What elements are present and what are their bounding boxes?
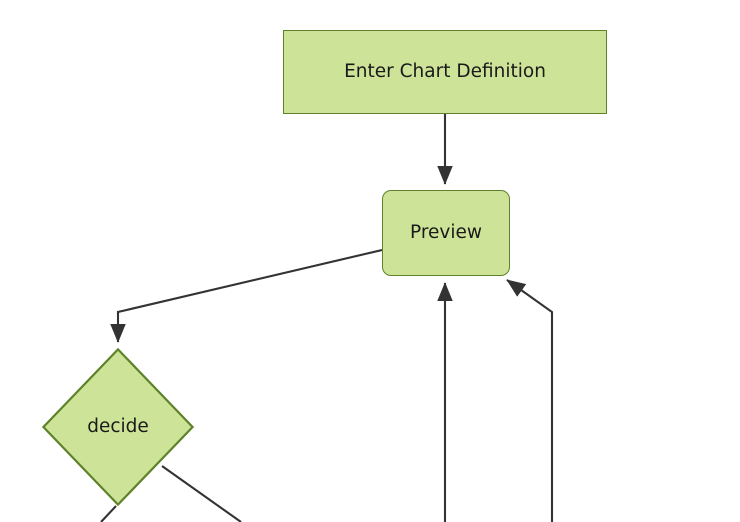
node-label: Preview — [409, 221, 482, 243]
node-preview[interactable]: Preview — [382, 190, 510, 276]
node-label: Enter Chart Definition — [344, 60, 546, 82]
edge-return-right-to-preview — [506, 279, 554, 522]
diamond-shape — [42, 348, 194, 506]
edge-preview-to-decide — [110, 248, 383, 343]
edge-decide-to-down-left — [100, 505, 117, 522]
edge-decide-to-down-right — [161, 465, 242, 522]
node-label: decide — [87, 415, 149, 437]
node-enter-chart-definition[interactable]: Enter Chart Definition — [283, 30, 607, 114]
node-decide[interactable]: decide — [42, 348, 194, 506]
